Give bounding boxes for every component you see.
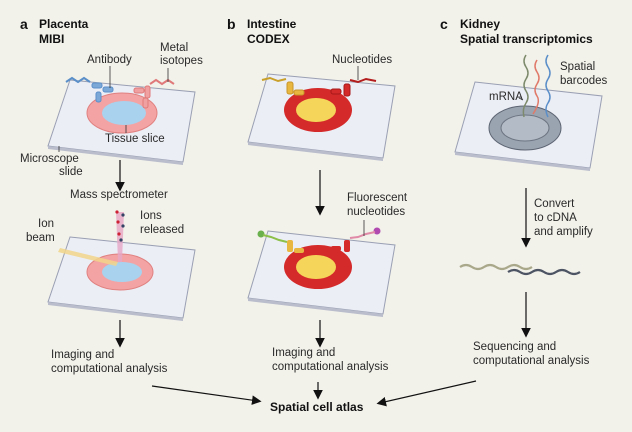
panel-c-method: Spatial transcriptomics <box>460 32 593 46</box>
label-spatial: Spatial <box>560 61 596 73</box>
ions-plume-icon <box>116 212 124 262</box>
label-microscope: Microscope <box>20 153 79 165</box>
nucleotide-red-icon <box>330 77 377 97</box>
arrow-a-to-atlas <box>151 385 262 405</box>
label-tissue-slice: Tissue slice <box>105 133 165 145</box>
label-convert: Convert <box>534 198 575 210</box>
antibody-icon <box>65 76 114 103</box>
panel-b-title: Intestine <box>247 17 297 31</box>
panel-a-title: Placenta <box>39 17 89 31</box>
panel-c-letter: c <box>440 16 448 32</box>
label-released: released <box>140 224 185 236</box>
arrow-c-to-atlas <box>376 380 477 407</box>
ions-particles-icon <box>115 210 125 242</box>
panel-b-method: CODEX <box>247 32 290 46</box>
panel-b-tissue-bottom <box>284 245 352 289</box>
panel-a-tissue-bottom <box>86 253 154 291</box>
label-isotopes: isotopes <box>160 55 203 67</box>
label-ion: Ion <box>38 218 54 230</box>
label-ions: Ions <box>140 210 162 222</box>
cdna-strands-icon <box>459 263 581 276</box>
label-slide: slide <box>59 166 83 178</box>
fluorescent-nucleotide-purple-icon <box>331 227 381 252</box>
metal-isotope-icon <box>133 78 175 109</box>
panel-c-title: Kidney <box>460 17 501 31</box>
panel-a-letter: a <box>20 16 28 32</box>
panel-a-step-2: computational analysis <box>51 363 168 375</box>
spatial-cell-atlas: Spatial cell atlas <box>270 400 364 414</box>
panel-a-step-1: Imaging and <box>51 349 115 361</box>
ion-beam-icon <box>58 248 118 266</box>
panel-b-tissue-top <box>284 88 352 132</box>
spatial-barcodes-icon <box>522 54 551 118</box>
panel-a-method: MIBI <box>39 32 65 46</box>
label-beam: beam <box>26 232 55 244</box>
panel-c-step-1: Sequencing and <box>473 341 557 353</box>
nucleotide-yellow-icon <box>261 76 305 96</box>
label-fluorescent-nucleotides: nucleotides <box>347 206 406 218</box>
panel-b-letter: b <box>227 16 236 32</box>
fluorescent-nucleotide-green-icon <box>257 230 304 253</box>
panel-b-step-2: computational analysis <box>272 361 389 373</box>
label-amplify: and amplify <box>534 226 593 238</box>
label-metal: Metal <box>160 42 189 54</box>
panel-c-step-2: computational analysis <box>473 355 590 367</box>
kidney-tissue-icon <box>488 105 562 151</box>
label-nucleotides: Nucleotides <box>332 54 393 66</box>
label-to-cdna: to cDNA <box>534 212 577 224</box>
label-barcodes: barcodes <box>560 75 608 87</box>
label-mrna: mRNA <box>489 91 523 103</box>
label-antibody: Antibody <box>87 54 132 66</box>
label-mass-spectrometer: Mass spectrometer <box>70 189 168 201</box>
panel-b-step-1: Imaging and <box>272 347 336 359</box>
panel-a-tissue-top <box>86 92 158 134</box>
label-fluorescent: Fluorescent <box>347 192 408 204</box>
